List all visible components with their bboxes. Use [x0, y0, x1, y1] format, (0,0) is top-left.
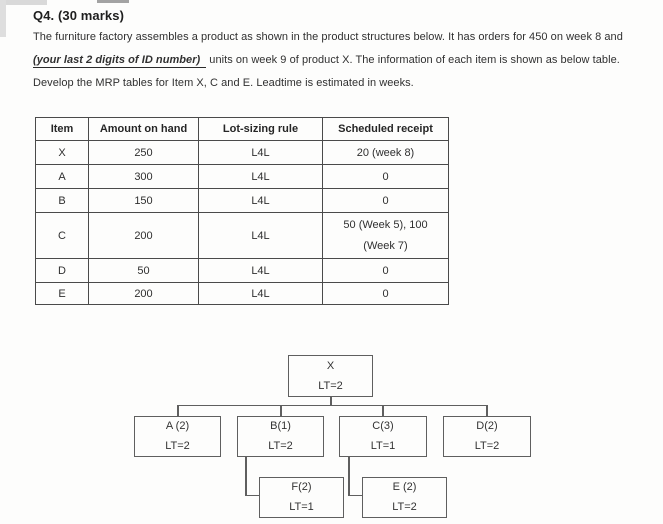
connector-b-to-f-vertical — [245, 457, 247, 496]
diagram-node-f: F(2) LT=1 — [259, 477, 344, 518]
cell-amount: 50 — [88, 258, 199, 283]
diagram-node-d: D(2) LT=2 — [443, 416, 531, 457]
table-row-d: D 50 L4L 0 — [35, 258, 449, 283]
table-row-e: E 200 L4L 0 — [35, 282, 449, 305]
cell-amount: 200 — [88, 212, 199, 259]
id-number-emphasis: (your last 2 digits of ID number) — [33, 54, 207, 68]
cell-rule: L4L — [198, 164, 323, 189]
connector-level1-bar — [177, 404, 487, 406]
diagram-node-e: E (2) LT=2 — [362, 477, 447, 518]
page-edge-artifact — [97, 0, 129, 3]
col-header-item: Item — [35, 117, 89, 141]
col-header-lot-sizing-rule: Lot-sizing rule — [198, 117, 323, 141]
cell-amount: 150 — [88, 188, 199, 213]
node-label: F(2) — [291, 481, 312, 493]
connector-stub-a — [177, 405, 179, 416]
cell-receipt: 0 — [322, 164, 449, 189]
node-leadtime: LT=2 — [165, 440, 190, 452]
diagram-node-x: X LT=2 — [288, 355, 373, 397]
cell-amount: 250 — [88, 140, 199, 165]
table-header-row: Item Amount on hand Lot-sizing rule Sche… — [35, 117, 449, 141]
table-row-a: A 300 L4L 0 — [35, 164, 449, 189]
cell-rule: L4L — [198, 282, 323, 305]
cell-item: X — [35, 140, 89, 165]
diagram-node-a: A (2) LT=2 — [134, 416, 221, 457]
node-leadtime: LT=2 — [318, 379, 343, 392]
node-leadtime: LT=2 — [392, 501, 417, 513]
cell-receipt: 0 — [322, 282, 449, 305]
cell-rule: L4L — [198, 188, 323, 213]
cell-item: A — [35, 164, 89, 189]
connector-stub-d — [486, 405, 488, 416]
cell-amount: 200 — [88, 282, 199, 305]
question-heading: Q4. (30 marks) — [33, 8, 125, 23]
table-row-x: X 250 L4L 20 (week 8) — [35, 140, 449, 165]
cell-receipt: 20 (week 8) — [322, 140, 449, 165]
item-info-table: Item Amount on hand Lot-sizing rule Sche… — [35, 117, 449, 305]
cell-amount: 300 — [88, 164, 199, 189]
node-label: B(1) — [270, 420, 291, 432]
connector-x-stem — [330, 397, 332, 406]
cell-item: C — [35, 212, 89, 259]
table-row-b: B 150 L4L 0 — [35, 188, 449, 213]
paragraph-line-2-rest: units on week 9 of product X. The inform… — [209, 54, 620, 66]
node-label: A (2) — [165, 420, 190, 432]
page-edge-artifact — [0, 0, 47, 5]
cell-item: B — [35, 188, 89, 213]
node-label: C(3) — [372, 420, 394, 432]
node-leadtime: LT=2 — [474, 440, 500, 452]
cell-rule: L4L — [198, 212, 323, 259]
node-leadtime: LT=1 — [370, 440, 396, 452]
connector-c-to-e-vertical — [348, 457, 350, 496]
paragraph-line-2: (your last 2 digits of ID number)units o… — [33, 54, 620, 68]
node-label: D(2) — [476, 420, 498, 432]
col-header-scheduled-receipt: Scheduled receipt — [322, 117, 449, 141]
col-header-amount-on-hand: Amount on hand — [88, 117, 199, 141]
node-leadtime: LT=1 — [289, 501, 314, 513]
diagram-node-b: B(1) LT=2 — [237, 416, 324, 457]
cell-item: E — [35, 282, 89, 305]
node-label: E (2) — [392, 481, 417, 493]
receipt-line-2: (Week 7) — [363, 239, 408, 252]
cell-receipt: 50 (Week 5), 100 (Week 7) — [322, 212, 449, 259]
cell-rule: L4L — [198, 258, 323, 283]
connector-stub-c — [382, 405, 384, 416]
cell-item: D — [35, 258, 89, 283]
receipt-line-1: 50 (Week 5), 100 — [343, 218, 428, 231]
connector-stub-b — [280, 405, 282, 416]
paragraph-line-3: Develop the MRP tables for Item X, C and… — [33, 77, 414, 89]
cell-receipt: 0 — [322, 188, 449, 213]
connector-c-to-e-horizontal — [348, 494, 362, 496]
cell-rule: L4L — [198, 140, 323, 165]
diagram-node-c: C(3) LT=1 — [339, 416, 427, 457]
connector-b-to-f-horizontal — [245, 494, 260, 496]
node-label: X — [326, 359, 335, 372]
table-row-c: C 200 L4L 50 (Week 5), 100 (Week 7) — [35, 212, 449, 259]
cell-receipt: 0 — [322, 258, 449, 283]
page-edge-artifact — [0, 0, 6, 37]
paragraph-line-1: The furniture factory assembles a produc… — [33, 31, 623, 43]
node-leadtime: LT=2 — [268, 440, 293, 452]
